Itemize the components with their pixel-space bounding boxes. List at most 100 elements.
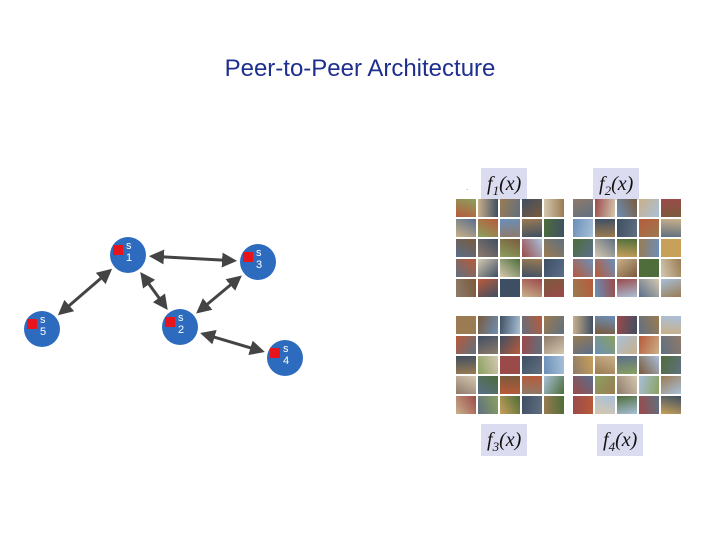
dot-mark: . bbox=[466, 183, 469, 192]
image-thumbnail bbox=[639, 219, 659, 237]
image-thumbnail bbox=[500, 336, 520, 354]
image-thumbnail bbox=[544, 356, 564, 374]
image-thumbnail bbox=[639, 259, 659, 277]
image-thumbnail bbox=[456, 396, 476, 414]
node-s4: s4 bbox=[267, 340, 303, 376]
image-thumbnail bbox=[456, 239, 476, 257]
edge-s2-s4 bbox=[200, 330, 265, 355]
image-thumbnail bbox=[639, 356, 659, 374]
image-thumbnail bbox=[522, 199, 542, 217]
image-thumbnail bbox=[639, 396, 659, 414]
image-thumbnail bbox=[544, 219, 564, 237]
image-thumbnail bbox=[661, 279, 681, 297]
image-thumbnail bbox=[661, 316, 681, 334]
image-thumbnail bbox=[617, 316, 637, 334]
image-thumbnail bbox=[456, 219, 476, 237]
image-thumbnail bbox=[573, 356, 593, 374]
image-thumbnail bbox=[478, 396, 498, 414]
image-thumbnail bbox=[522, 376, 542, 394]
image-thumbnail bbox=[456, 279, 476, 297]
image-thumbnail bbox=[617, 279, 637, 297]
image-thumbnail bbox=[595, 316, 615, 334]
image-thumbnail bbox=[639, 199, 659, 217]
function-label-1: f1(x) bbox=[481, 168, 528, 200]
node-number: 4 bbox=[283, 355, 289, 367]
image-thumbnail bbox=[500, 199, 520, 217]
node-number: 2 bbox=[178, 324, 184, 336]
image-thumbnail bbox=[522, 239, 542, 257]
node-letter: s bbox=[40, 314, 46, 326]
image-thumbnail bbox=[522, 259, 542, 277]
image-thumbnail bbox=[595, 356, 615, 374]
image-thumbnail bbox=[595, 279, 615, 297]
image-thumbnail bbox=[573, 279, 593, 297]
image-thumbnail bbox=[500, 396, 520, 414]
image-thumbnail bbox=[478, 239, 498, 257]
image-thumbnail bbox=[595, 396, 615, 414]
image-thumbnail bbox=[456, 376, 476, 394]
node-s2: s2 bbox=[162, 309, 198, 345]
image-thumbnail bbox=[500, 279, 520, 297]
node-square-icon bbox=[27, 319, 37, 329]
image-thumbnail bbox=[500, 316, 520, 334]
image-thumbnail bbox=[544, 376, 564, 394]
image-thumbnail bbox=[617, 219, 637, 237]
node-s5: s5 bbox=[24, 311, 60, 347]
image-thumbnail bbox=[639, 239, 659, 257]
image-thumbnail bbox=[500, 356, 520, 374]
image-grid-4 bbox=[573, 316, 681, 414]
image-thumbnail bbox=[617, 239, 637, 257]
image-thumbnail bbox=[573, 239, 593, 257]
image-thumbnail bbox=[544, 259, 564, 277]
image-grid-3 bbox=[456, 316, 564, 414]
image-thumbnail bbox=[456, 316, 476, 334]
image-thumbnail bbox=[661, 239, 681, 257]
image-thumbnail bbox=[478, 259, 498, 277]
image-thumbnail bbox=[478, 316, 498, 334]
image-thumbnail bbox=[500, 239, 520, 257]
image-grid-1 bbox=[456, 199, 564, 297]
function-label-3: f3(x) bbox=[481, 424, 528, 456]
image-thumbnail bbox=[661, 336, 681, 354]
node-letter: s bbox=[283, 343, 289, 355]
image-thumbnail bbox=[456, 356, 476, 374]
image-thumbnail bbox=[478, 356, 498, 374]
image-thumbnail bbox=[544, 239, 564, 257]
image-thumbnail bbox=[661, 356, 681, 374]
image-thumbnail bbox=[573, 376, 593, 394]
image-thumbnail bbox=[639, 376, 659, 394]
node-letter: s bbox=[178, 312, 184, 324]
image-thumbnail bbox=[573, 316, 593, 334]
image-thumbnail bbox=[544, 396, 564, 414]
image-thumbnail bbox=[617, 356, 637, 374]
image-thumbnail bbox=[456, 259, 476, 277]
image-thumbnail bbox=[617, 259, 637, 277]
image-thumbnail bbox=[478, 376, 498, 394]
image-thumbnail bbox=[595, 376, 615, 394]
image-thumbnail bbox=[544, 316, 564, 334]
image-thumbnail bbox=[617, 396, 637, 414]
image-thumbnail bbox=[617, 376, 637, 394]
node-square-icon bbox=[270, 348, 280, 358]
image-thumbnail bbox=[617, 336, 637, 354]
image-thumbnail bbox=[522, 396, 542, 414]
function-label-4: f4(x) bbox=[597, 424, 644, 456]
image-thumbnail bbox=[544, 336, 564, 354]
image-thumbnail bbox=[522, 219, 542, 237]
edge-s1-s5 bbox=[57, 268, 113, 316]
node-s3: s3 bbox=[240, 244, 276, 280]
image-thumbnail bbox=[573, 199, 593, 217]
image-thumbnail bbox=[573, 219, 593, 237]
image-thumbnail bbox=[639, 316, 659, 334]
image-thumbnail bbox=[617, 199, 637, 217]
node-square-icon bbox=[113, 245, 123, 255]
node-number: 1 bbox=[126, 252, 132, 264]
node-number: 3 bbox=[256, 259, 262, 271]
image-thumbnail bbox=[661, 396, 681, 414]
image-grid-2 bbox=[573, 199, 681, 297]
image-thumbnail bbox=[500, 376, 520, 394]
image-thumbnail bbox=[478, 279, 498, 297]
image-thumbnail bbox=[661, 199, 681, 217]
image-thumbnail bbox=[573, 336, 593, 354]
